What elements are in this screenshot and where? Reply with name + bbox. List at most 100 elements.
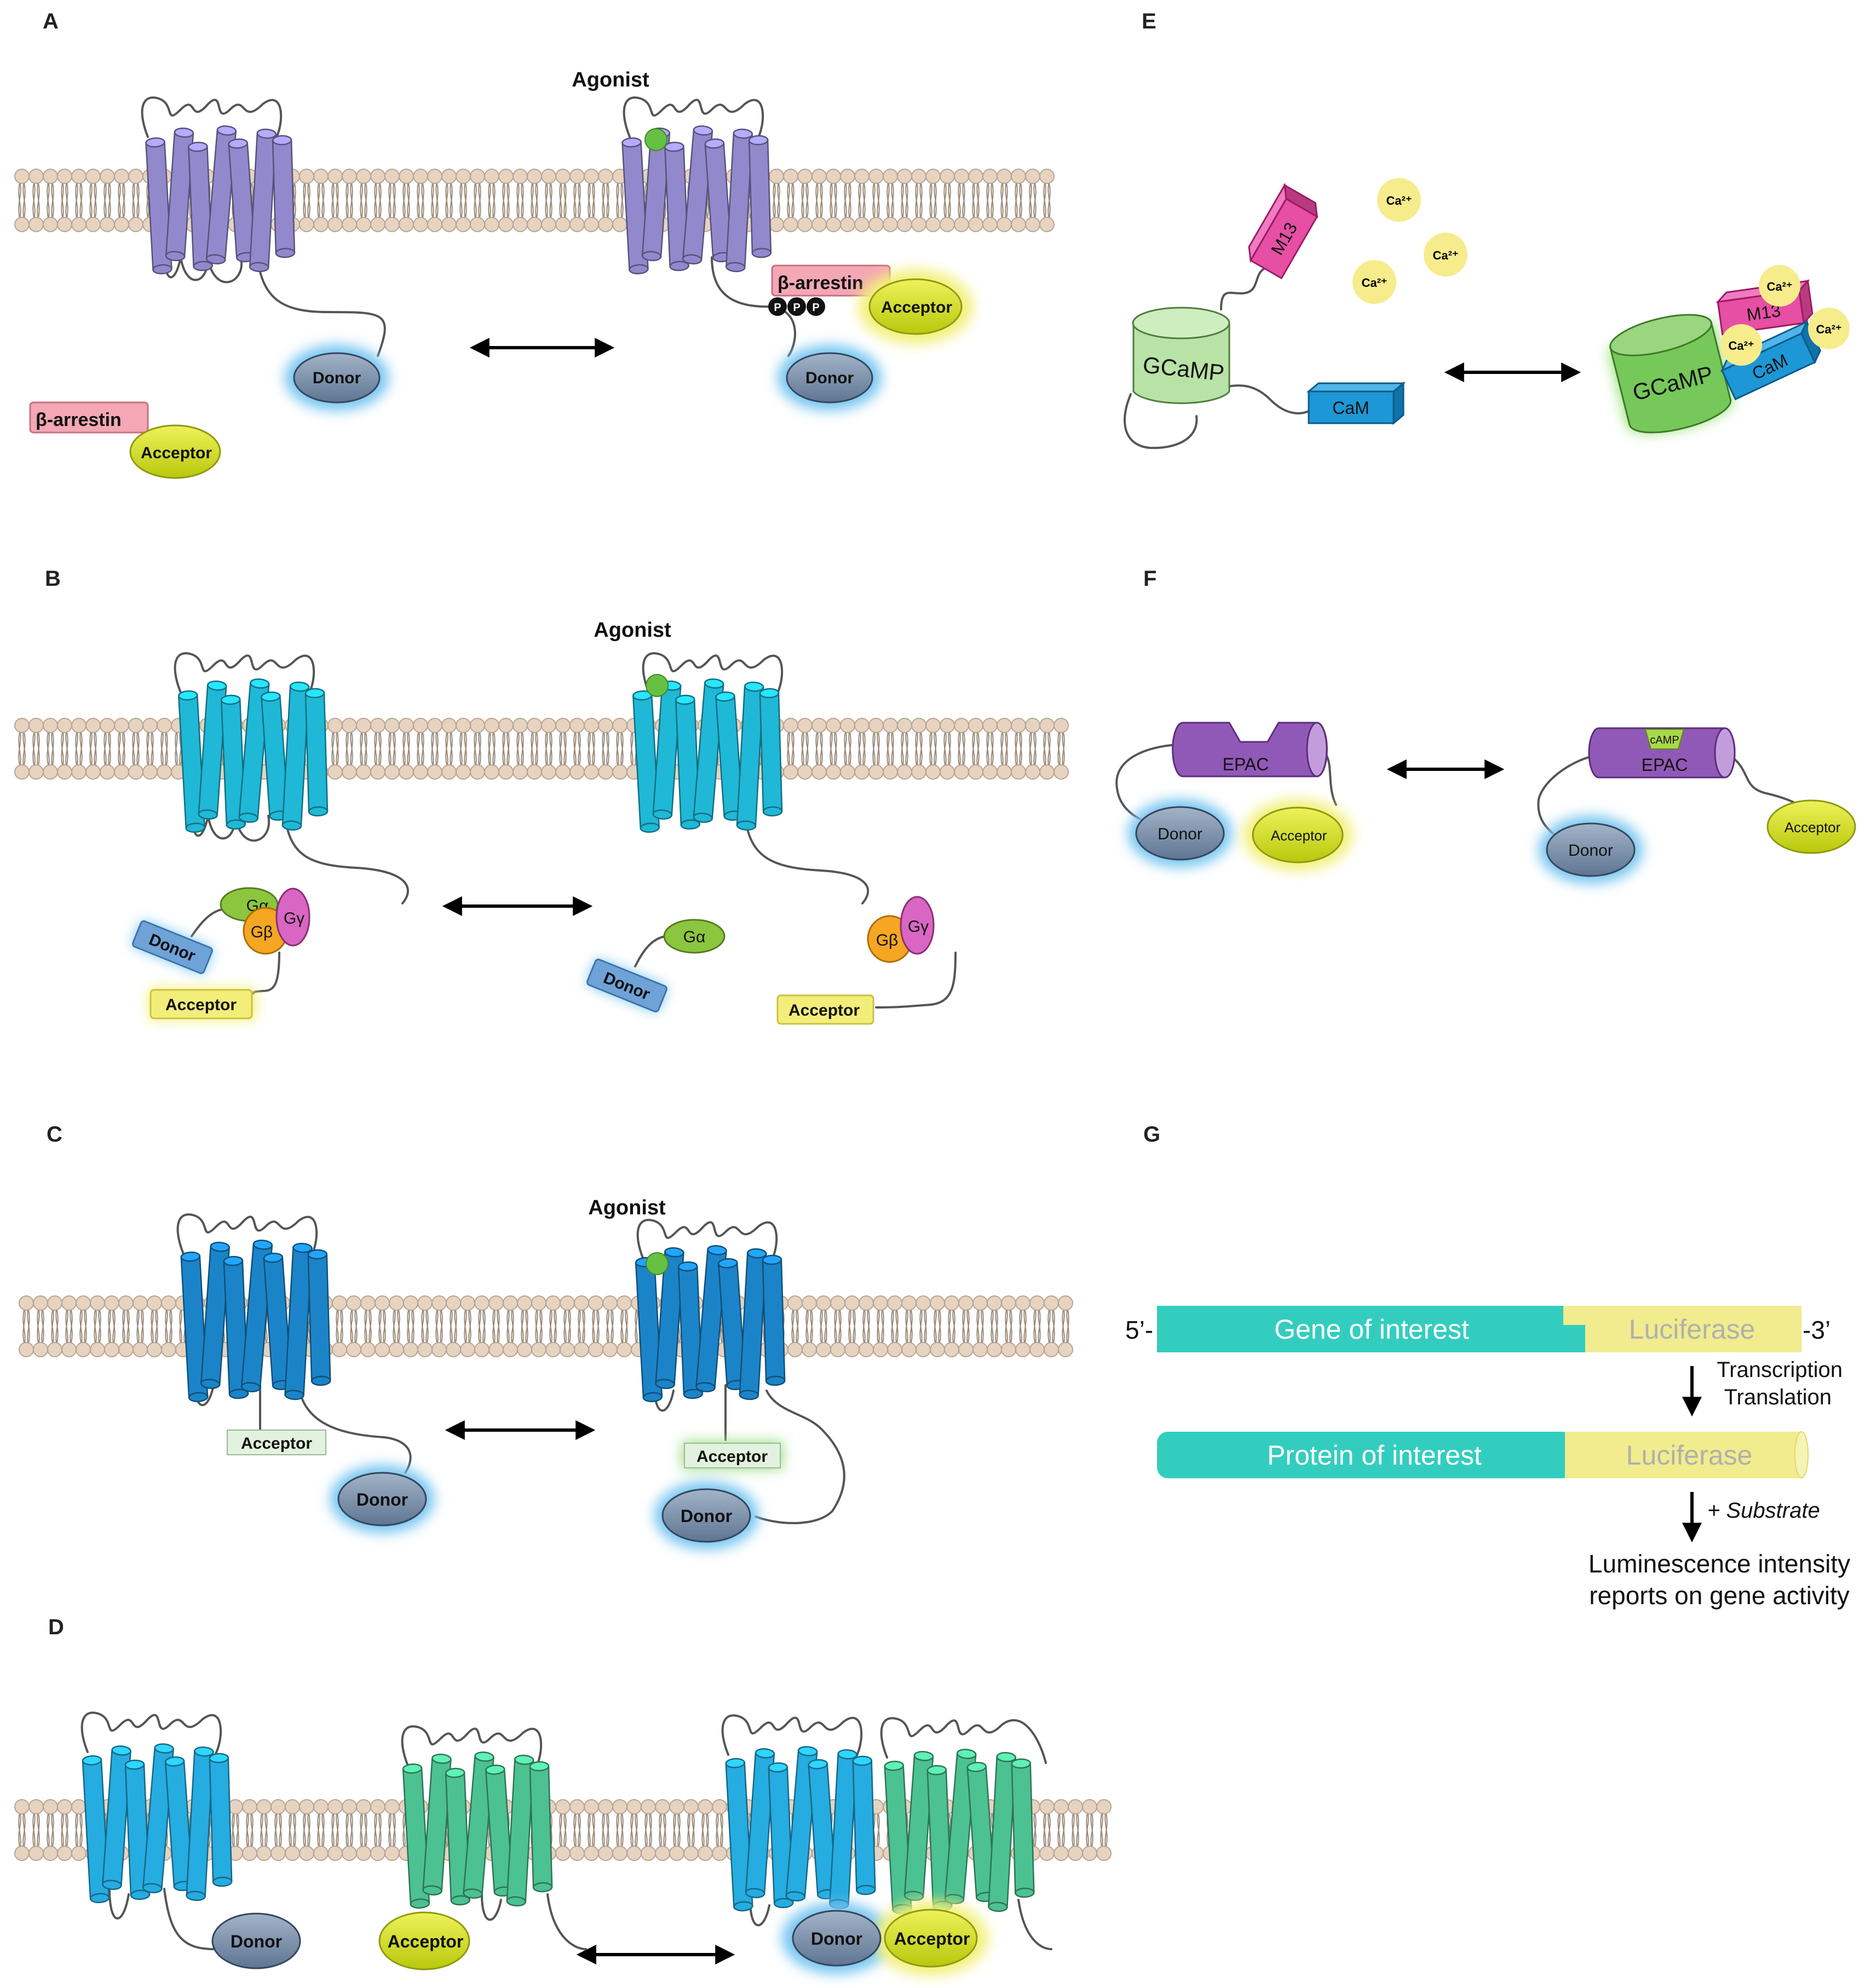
lipid-head — [987, 1342, 1002, 1357]
lipid-head — [802, 1295, 817, 1311]
lipid-head — [28, 764, 44, 780]
lipid-head — [100, 169, 115, 184]
lipid-head — [470, 718, 485, 733]
lipid-head — [370, 217, 385, 232]
g-gamma-label: Gγ — [908, 918, 929, 936]
gene-of-interest-label: Gene of interest — [1274, 1314, 1469, 1345]
lipid-head — [313, 169, 329, 184]
lipid-head — [43, 217, 58, 232]
acceptor-protein — [1252, 806, 1344, 863]
lipid-tail — [303, 181, 306, 218]
lipid-head — [370, 764, 385, 780]
transmembrane-helix — [205, 125, 237, 264]
lipid-head — [1054, 718, 1069, 733]
lipid-head — [811, 217, 827, 232]
lipid-head — [57, 1846, 72, 1861]
lipid-head — [90, 1342, 105, 1357]
lipid-head — [498, 718, 514, 733]
lipid-head — [840, 764, 855, 780]
lipid-tail — [89, 181, 93, 218]
lipid-tail — [132, 181, 135, 218]
lipid-head — [826, 718, 841, 733]
lipid-tail — [943, 181, 947, 218]
agonist-ligand — [646, 674, 669, 697]
lipid-head — [940, 718, 955, 733]
transmembrane-helix — [675, 694, 701, 830]
camp-label: cAMP — [1650, 734, 1679, 746]
svg-text:P: P — [774, 302, 781, 314]
transmembrane-helix — [988, 1751, 1016, 1912]
lipid-tail — [1043, 181, 1046, 218]
lipid-head — [811, 718, 827, 733]
panel-letter-e: E — [1142, 9, 1156, 33]
lipid-head — [332, 1295, 347, 1311]
lipid-head — [769, 217, 784, 232]
lipid-head — [470, 764, 485, 780]
lipid-head — [883, 718, 898, 733]
transmembrane-helix — [652, 680, 682, 820]
lipid-tail — [75, 181, 78, 218]
donor-protein — [293, 352, 381, 404]
acceptor-label: Acceptor — [788, 1001, 860, 1019]
lipid-head — [147, 1342, 162, 1357]
beta-arrestin-label: β-arrestin — [36, 410, 122, 430]
lipid-head — [1039, 169, 1055, 184]
lipid-head — [503, 1342, 518, 1357]
lipid-tail — [488, 181, 491, 218]
translation-label: Translation — [1724, 1385, 1832, 1409]
lipid-head — [384, 217, 400, 232]
lipid-head — [1096, 1846, 1112, 1861]
lipid-tail — [929, 181, 932, 218]
lipid-head — [655, 1846, 670, 1861]
donor-tag: Donor — [132, 920, 213, 975]
lipid-head — [1054, 764, 1069, 780]
lipid-tail — [51, 181, 54, 218]
transmembrane-helix — [223, 1255, 249, 1399]
lipid-head — [488, 1295, 504, 1311]
lipid-tail — [805, 181, 809, 218]
lipid-head — [517, 1342, 532, 1357]
transmembrane-helix — [240, 1240, 273, 1392]
lipid-head — [968, 217, 983, 232]
transmembrane-helix — [198, 680, 227, 820]
transmembrane-helix — [180, 1251, 209, 1403]
lipid-head — [868, 217, 884, 232]
transmembrane-helix — [852, 1755, 876, 1895]
lipid-head — [901, 1295, 917, 1311]
lipid-head — [384, 1846, 400, 1861]
lipid-head — [854, 169, 870, 184]
transmembrane-helix — [655, 1247, 684, 1390]
lipid-tail — [901, 181, 904, 218]
lipid-head — [342, 169, 357, 184]
lipid-head — [916, 1295, 931, 1311]
lipid-head — [545, 1295, 561, 1311]
svg-text:Ca²⁺: Ca²⁺ — [1361, 276, 1387, 290]
transmembrane-helix — [402, 1763, 430, 1909]
transmembrane-helix — [445, 1767, 471, 1906]
lipid-head — [104, 1295, 119, 1311]
lipid-head — [370, 169, 385, 184]
lipid-head — [612, 1846, 628, 1861]
epac-label: EPAC — [1223, 754, 1269, 774]
lipid-head — [342, 1846, 357, 1861]
lipid-head — [327, 1799, 343, 1814]
gpcr-receptor-lightblue — [82, 1743, 233, 1904]
lipid-head — [584, 764, 599, 780]
lipid-tail — [317, 181, 320, 218]
acceptor-protein — [1766, 799, 1856, 854]
lipid-head — [683, 1799, 699, 1814]
lipid-head — [242, 1846, 257, 1861]
lipid-head — [626, 1846, 642, 1861]
lipid-head — [968, 718, 983, 733]
lipid-head — [602, 1295, 618, 1311]
transmembrane-helix — [785, 1746, 818, 1901]
transmembrane-helix — [632, 690, 660, 833]
lipid-head — [555, 1799, 571, 1814]
g-beta-label: Gβ — [876, 931, 899, 949]
lipid-tail — [464, 181, 467, 218]
lipid-head — [1058, 1342, 1073, 1357]
lipid-head — [14, 1799, 30, 1814]
lipid-head — [57, 217, 72, 232]
lipid-tail — [435, 181, 439, 218]
lipid-head — [868, 764, 884, 780]
